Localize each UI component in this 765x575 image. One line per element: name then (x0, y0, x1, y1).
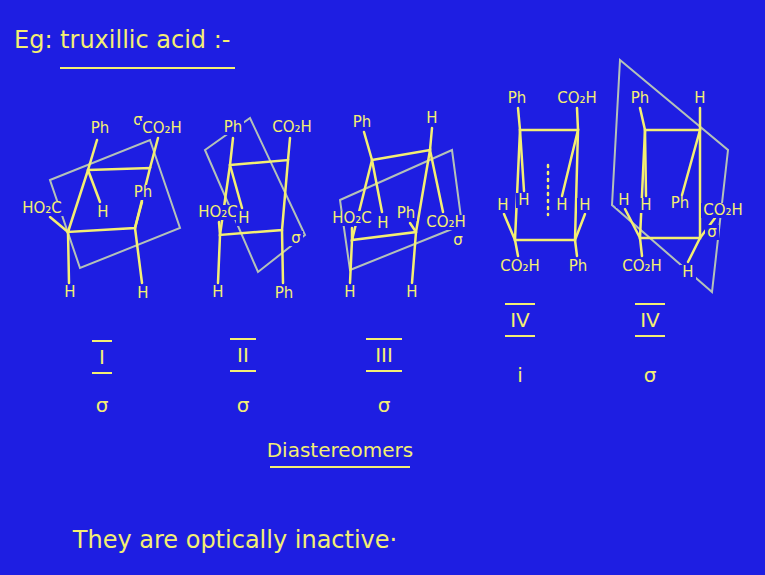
substituent-label: H (616, 193, 631, 208)
substituent-label: Ph (273, 286, 296, 301)
substituent-label: Ph (351, 115, 374, 130)
isomer-number: i (515, 365, 525, 385)
substituent-label: Ph (567, 259, 590, 274)
isomer-number: III (373, 345, 395, 365)
numeral-bars-and-underlines (60, 68, 665, 467)
substituent-label: H (62, 285, 77, 300)
substituent-label: Ph (89, 121, 112, 136)
substituent-label: H (135, 286, 150, 301)
substituent-label: H (577, 198, 592, 213)
substituent-label: H (554, 198, 569, 213)
substituent-label: CO₂H (555, 91, 599, 106)
isomer-number: IV (508, 310, 532, 330)
substituent-label: Ph (669, 196, 692, 211)
substituent-label: HO₂C (196, 205, 240, 220)
substituent-label: CO₂H (701, 203, 745, 218)
substituent-label: H (236, 211, 251, 226)
substituent-label: H (404, 285, 419, 300)
symmetry-symbol: σ (451, 233, 465, 248)
note-text: Diastereomers (265, 440, 416, 460)
substituent-label: CO₂H (620, 259, 664, 274)
isomer-number: σ (235, 395, 252, 415)
isomer-number: II (235, 345, 251, 365)
substituent-label: CO₂H (270, 120, 314, 135)
isomer-number: σ (94, 395, 111, 415)
substituent-label: Ph (132, 185, 155, 200)
substituent-label: HO₂C (20, 201, 64, 216)
isomer-number: I (97, 347, 107, 367)
substituent-label: HO₂C (330, 211, 374, 226)
note-text: They are optically inactive· (71, 528, 399, 552)
ring-bonds (50, 108, 715, 283)
substituent-label: Ph (629, 91, 652, 106)
isomer-number: IV (638, 310, 662, 330)
substituent-label: H (680, 265, 695, 280)
mirror-planes (50, 60, 728, 292)
substituent-label: CO₂H (498, 259, 542, 274)
substituent-label: CO₂H (140, 121, 184, 136)
isomer-number: σ (642, 365, 659, 385)
substituent-label: H (424, 111, 439, 126)
isomer-number: σ (376, 395, 393, 415)
substituent-label: H (210, 285, 225, 300)
substituent-label: CO₂H (424, 215, 468, 230)
substituent-label: H (375, 216, 390, 231)
symmetry-symbol: σ (289, 231, 303, 246)
substituent-label: H (342, 285, 357, 300)
substituent-label: H (495, 198, 510, 213)
substituent-label: H (692, 91, 707, 106)
slide-title: Eg: truxillic acid :- (12, 28, 232, 52)
substituent-label: H (516, 193, 531, 208)
substituent-label: H (95, 205, 110, 220)
substituent-label: H (638, 198, 653, 213)
substituent-label: Ph (222, 120, 245, 135)
symmetry-symbol: σ (705, 225, 719, 240)
substituent-label: Ph (395, 206, 418, 221)
substituent-label: Ph (506, 91, 529, 106)
